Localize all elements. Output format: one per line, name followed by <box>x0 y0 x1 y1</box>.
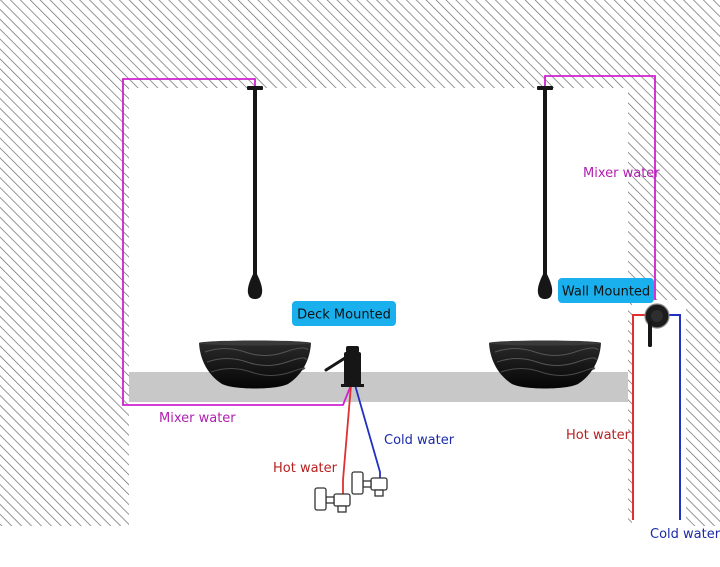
hot-water-label-right: Hot water <box>566 428 631 443</box>
basin-left <box>199 340 311 389</box>
deck-mounted-label: Deck Mounted <box>297 308 391 323</box>
ceiling-spout-left <box>247 86 263 299</box>
hot-pipe-left <box>342 384 352 495</box>
mixer-pipe-right <box>544 75 656 300</box>
cold-pipe-right <box>668 314 681 520</box>
mixer-water-label-left: Mixer water <box>159 411 236 426</box>
wall-cavity <box>632 300 686 526</box>
wall-mixer <box>644 303 670 347</box>
mixer-pipe-left <box>122 78 352 406</box>
cold-water-label-right: Cold water <box>650 527 720 542</box>
basin-right <box>489 340 601 389</box>
wall-mounted-label: Wall Mounted <box>562 285 650 300</box>
ceiling-spout-right <box>537 86 553 299</box>
deck-mounted-tag: Deck Mounted <box>292 301 396 326</box>
deck-mixer <box>324 346 364 387</box>
hot-valve-left <box>314 487 351 513</box>
mixer-water-label-right: Mixer water <box>583 166 660 181</box>
wall-mounted-tag: Wall Mounted <box>558 278 654 303</box>
hot-pipe-right <box>632 314 645 520</box>
hot-water-label-left: Hot water <box>273 461 338 476</box>
cold-water-label-left: Cold water <box>384 433 455 448</box>
cold-valve-left <box>351 471 388 497</box>
hatched-wall <box>0 0 720 526</box>
